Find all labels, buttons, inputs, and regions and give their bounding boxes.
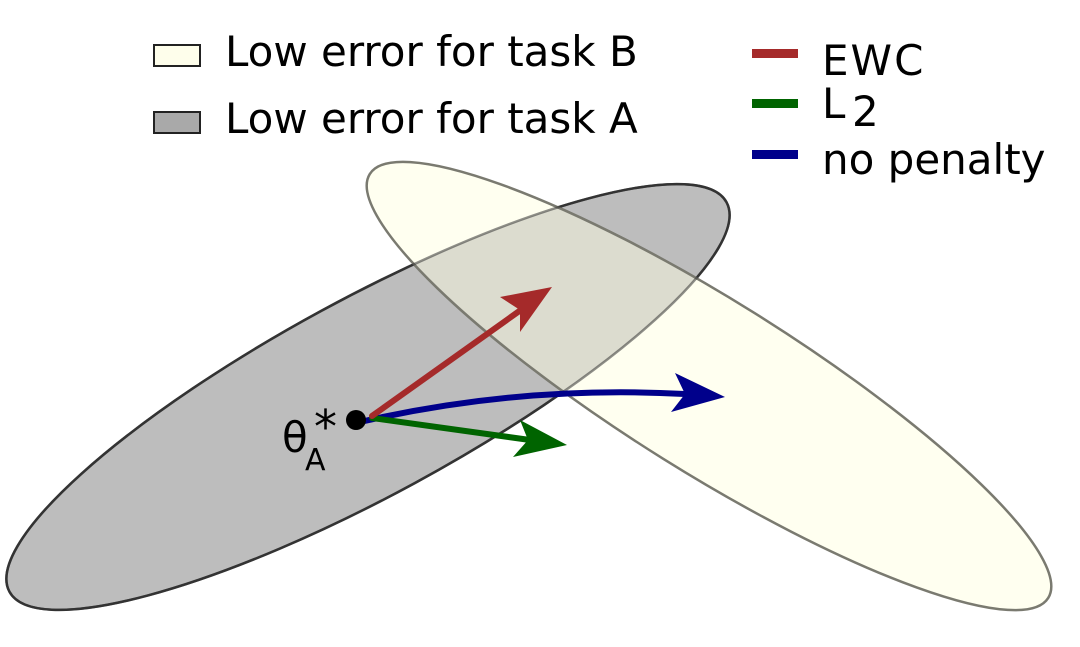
legend-label-l2: L (822, 79, 846, 128)
legend-swatch-task-b (153, 44, 201, 67)
theta-a-star-point (346, 410, 366, 430)
no-penalty-arrow (357, 373, 725, 425)
task-a-region-outline (5, 182, 731, 612)
legend-line-ewc (752, 49, 798, 58)
theta-superscript: * (314, 400, 337, 454)
legend-line-no-penalty (752, 150, 798, 159)
ewc-arrow (369, 287, 552, 419)
legend-swatch-task-a (153, 111, 201, 134)
l2-arrow (369, 415, 567, 457)
legend-label-task-b: Low error for task B (225, 27, 638, 76)
legend-label-l2-subscript: 2 (852, 87, 879, 136)
legend-label-task-a: Low error for task A (225, 94, 638, 143)
theta-symbol: θ (282, 413, 308, 462)
legend-label-no-penalty: no penalty (822, 135, 1046, 184)
legend-line-l2 (752, 99, 798, 108)
legend-label-ewc: EWC (822, 36, 925, 85)
theta-subscript: A (305, 443, 326, 478)
